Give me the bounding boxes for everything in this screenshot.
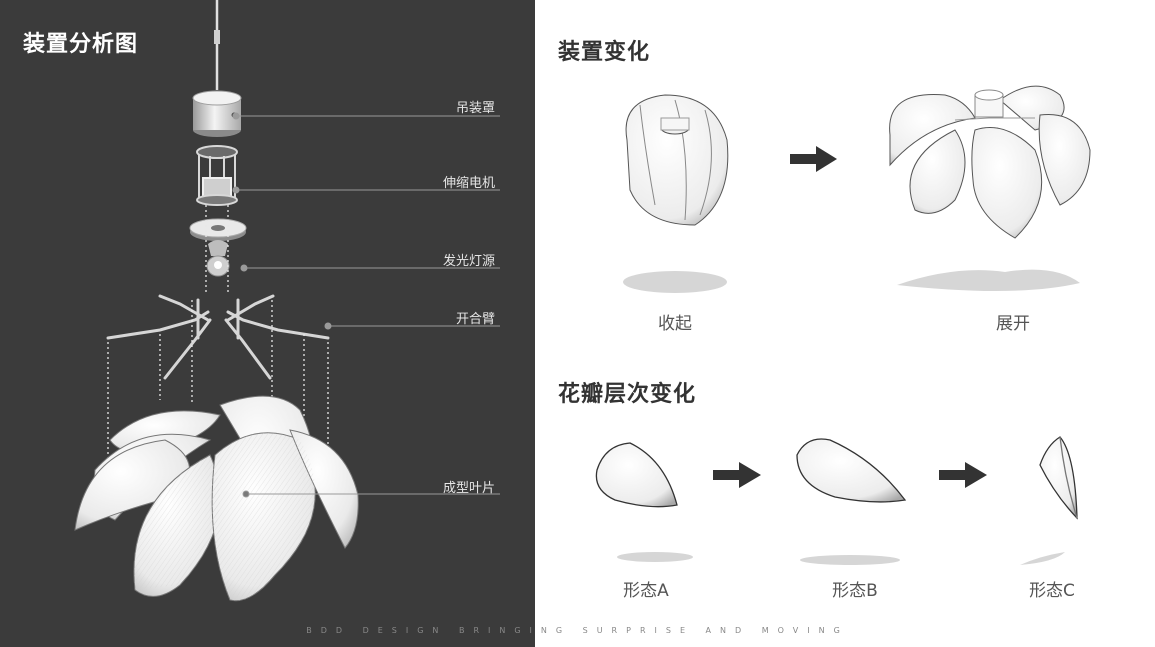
section-title-petal-layers: 花瓣层次变化 [558, 381, 697, 407]
form-b-shadow [800, 555, 900, 565]
caption-form-b: 形态B [832, 581, 878, 601]
petal-form-c [1039, 436, 1078, 520]
open-shadow [897, 269, 1080, 292]
right-panel: 装置变化 花瓣层次变化 [535, 0, 1155, 647]
motor-part [196, 145, 238, 206]
section-title-device-change: 装置变化 [558, 39, 651, 65]
exploded-view-illustration [74, 0, 500, 602]
arrow-icon [939, 462, 987, 488]
caption-form-a: 形态A [623, 581, 669, 601]
label-canopy: 吊装罩 [455, 101, 495, 116]
open-flower [889, 85, 1091, 239]
arms-part [106, 294, 330, 380]
light-source-part [189, 218, 247, 277]
caption-closed: 收起 [658, 314, 692, 334]
device-change-illustrations [595, 85, 1091, 565]
caption-form-c: 形态C [1029, 581, 1075, 601]
cable-clip [214, 30, 220, 44]
arrow-icon [790, 146, 837, 172]
left-title: 装置分析图 [23, 31, 139, 57]
arrow-icon [713, 462, 761, 488]
form-c-shadow [1020, 552, 1065, 565]
leader-lines [232, 112, 500, 498]
label-light-source: 发光灯源 [442, 254, 495, 269]
footer-tagline: BDD DESIGN BRINGING SURPRISE AND MOVING [306, 626, 849, 635]
closed-bud [625, 94, 729, 226]
canopy-part [192, 90, 242, 137]
guide-lines [107, 205, 329, 460]
petal-form-a [595, 442, 678, 508]
left-panel: 装置分析图 [0, 0, 535, 647]
closed-shadow [623, 271, 727, 293]
caption-open: 展开 [996, 314, 1030, 334]
petal-form-b [796, 438, 907, 503]
form-a-shadow [617, 552, 693, 562]
label-motor: 伸缩电机 [442, 176, 495, 191]
petals-part [74, 395, 359, 602]
label-petals: 成型叶片 [442, 481, 495, 496]
label-arms: 开合臂 [455, 312, 495, 327]
